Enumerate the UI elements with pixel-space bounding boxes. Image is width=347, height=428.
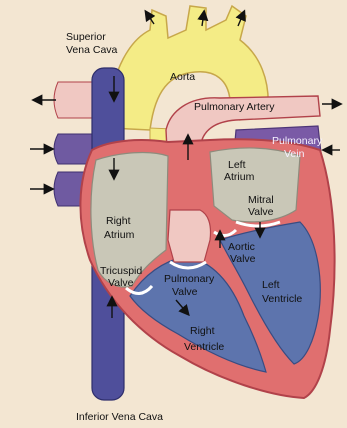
label-right-ventricle-1: Right (190, 325, 215, 337)
label-left-ventricle-2: Ventricle (262, 293, 302, 305)
label-pulmonary-valve-1: Pulmonary (164, 273, 215, 285)
label-tricuspid-valve-2: Valve (108, 277, 134, 289)
label-right-atrium-1: Right (106, 215, 131, 227)
label-right-ventricle-2: Ventricle (184, 341, 224, 353)
label-superior-vena-cava-2: Vena Cava (66, 44, 118, 56)
label-aortic-valve-2: Valve (230, 253, 256, 265)
label-pulmonary-vein-2: Vein (284, 148, 305, 160)
label-pulmonary-vein-1: Pulmonary (272, 135, 323, 147)
label-superior-vena-cava-1: Superior (66, 31, 106, 43)
label-pulmonary-artery: Pulmonary Artery (194, 101, 275, 113)
label-inferior-vena-cava: Inferior Vena Cava (76, 411, 163, 423)
label-right-atrium-2: Atrium (104, 229, 135, 241)
left-pulmonary-artery-stub (54, 82, 92, 118)
label-mitral-valve-2: Valve (248, 206, 274, 218)
label-left-ventricle-1: Left (262, 279, 280, 291)
label-pulmonary-valve-2: Valve (172, 286, 198, 298)
label-left-atrium-2: Atrium (224, 171, 255, 183)
label-aortic-valve-1: Aortic (228, 241, 255, 253)
label-mitral-valve-1: Mitral (248, 194, 274, 206)
pulmonary-trunk (168, 210, 211, 262)
label-left-atrium-1: Left (228, 159, 246, 171)
label-aorta: Aorta (170, 71, 195, 83)
label-tricuspid-valve-1: Tricuspid (100, 265, 142, 277)
